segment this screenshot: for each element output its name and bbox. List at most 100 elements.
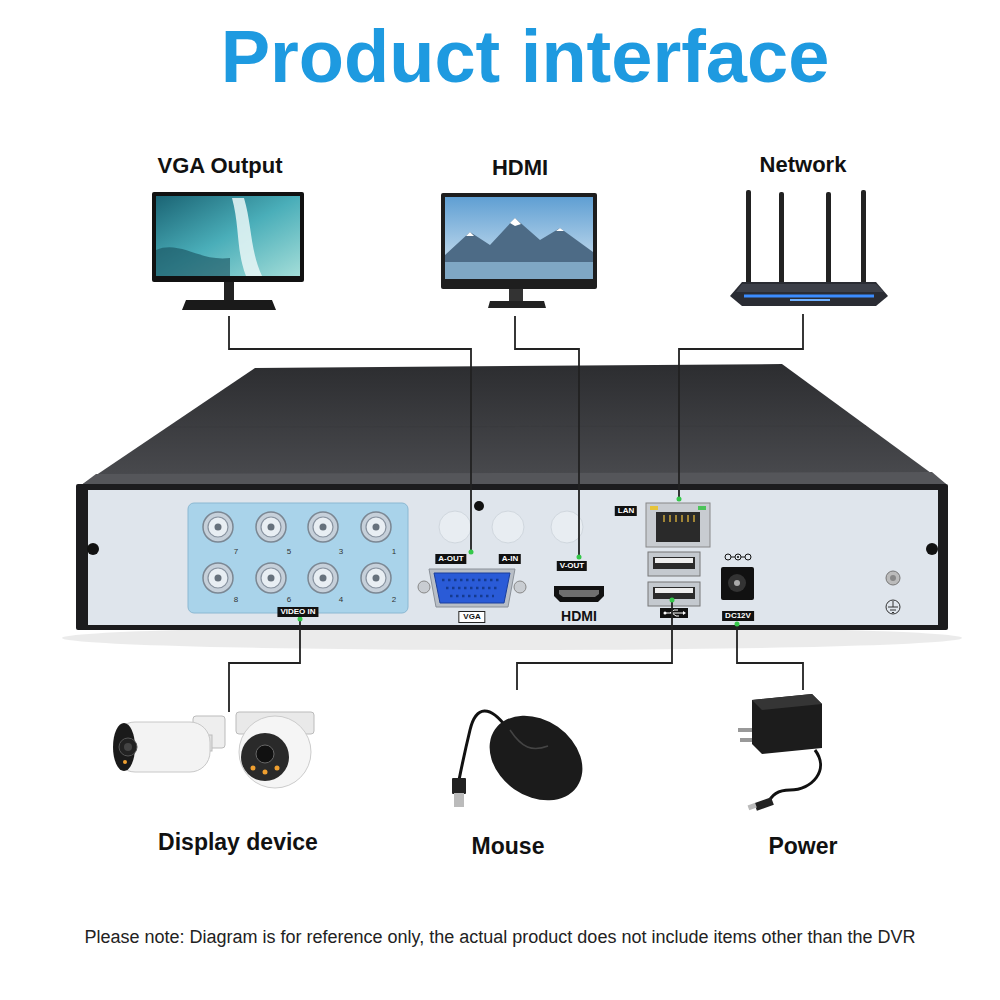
router-illustration <box>790 299 830 301</box>
channel-number: 2 <box>392 596 396 604</box>
dvr-body <box>87 543 99 555</box>
audio-knockouts <box>474 501 484 511</box>
dvr-body <box>170 426 866 427</box>
adapter-illustration <box>748 803 757 810</box>
dvr-body <box>76 484 948 630</box>
camera-illustration <box>119 738 137 756</box>
dvr-body <box>80 364 946 486</box>
device-label: VGA Output <box>157 153 282 178</box>
video-input-panel <box>203 563 233 593</box>
router-illustration <box>736 284 884 292</box>
monitor-illustration <box>156 196 300 276</box>
port-label: VGA <box>458 611 485 623</box>
mouse-illustration <box>452 778 466 794</box>
dc-jack <box>725 554 731 560</box>
connector-line <box>679 314 803 499</box>
router-illustration <box>779 192 784 288</box>
usb-connector <box>653 557 695 569</box>
router-illustration <box>861 190 866 290</box>
device-label: Power <box>768 833 837 859</box>
monitor-illustration <box>509 289 523 301</box>
dc-jack <box>721 554 754 600</box>
usb-connector <box>664 612 667 615</box>
monitor-illustration <box>441 193 597 308</box>
channel-number: 6 <box>287 596 291 604</box>
hdmi-connector <box>559 590 599 597</box>
usb-connector <box>653 587 695 599</box>
dc-jack <box>734 580 740 586</box>
monitor-illustration <box>152 192 304 282</box>
adapter-illustration <box>754 797 774 811</box>
usb-connector <box>655 558 693 563</box>
page-title: Product interface <box>50 20 1000 94</box>
connector-line <box>737 624 803 690</box>
device-label: Network <box>760 152 847 177</box>
camera-illustration <box>113 712 314 788</box>
monitor-device: VGA Output <box>140 150 310 316</box>
monitor-illustration <box>510 218 521 226</box>
port-dot <box>469 550 474 555</box>
ground-terminal <box>888 601 898 613</box>
camera-illustration <box>275 766 280 771</box>
adapter-illustration <box>738 728 752 732</box>
port-dot <box>677 497 682 502</box>
connector-line <box>229 316 471 552</box>
router-illustration <box>730 282 888 306</box>
camera-illustration <box>124 743 132 751</box>
audio-knockouts <box>439 501 583 543</box>
ground-terminal <box>890 575 896 581</box>
port-dot <box>298 617 303 622</box>
port-label: DC12V <box>722 611 754 621</box>
adapter-illustration <box>768 750 821 804</box>
hdmi-port: V-OUTHDMI <box>545 557 615 626</box>
monitor-illustration <box>488 301 546 308</box>
video-input-panel <box>203 512 233 542</box>
dc-power-port: DC12V <box>716 563 760 624</box>
mouse-illustration <box>510 730 548 749</box>
connector-line <box>229 619 300 712</box>
usb-connector <box>648 552 700 576</box>
dvr-body <box>88 490 938 625</box>
dc-jack <box>731 557 745 558</box>
lan-port: LAN <box>604 499 712 549</box>
camera-device: Display device <box>100 712 380 862</box>
dvr-body <box>62 364 962 650</box>
adapter-illustration <box>740 738 752 742</box>
video-input-panel <box>188 503 408 613</box>
dc-jack <box>745 554 751 560</box>
camera-illustration <box>241 733 289 781</box>
ground-terminal <box>886 571 900 614</box>
lan-connector <box>698 506 706 510</box>
mouse-illustration <box>473 698 599 818</box>
note-caption: Please note: Diagram is for reference on… <box>0 927 1000 949</box>
dc-jack <box>728 574 746 592</box>
monitor-illustration <box>445 218 593 262</box>
camera-illustration <box>239 716 311 788</box>
video-input-panel <box>361 512 391 542</box>
audio-knockouts <box>439 511 471 543</box>
monitor-illustration <box>556 228 564 231</box>
adapter-illustration <box>738 694 822 811</box>
ground-terminal <box>886 600 900 614</box>
device-label: Mouse <box>472 833 545 859</box>
video-input-panel <box>361 563 391 593</box>
vga-port: A-OUTA-INVGA <box>413 552 531 626</box>
video-input-panel <box>256 563 286 593</box>
channel-number: 3 <box>339 548 343 556</box>
lan-connector <box>656 512 700 542</box>
monitor-illustration <box>224 282 234 300</box>
leader-line <box>517 600 672 690</box>
hdmi-connector <box>554 586 604 602</box>
lan-connector <box>664 515 694 522</box>
power-adapter-device: Power <box>730 690 880 866</box>
router-illustration <box>730 190 888 306</box>
mouse-illustration <box>452 698 599 818</box>
port-label: A-IN <box>499 554 521 564</box>
router-device: Network <box>720 148 890 314</box>
camera-illustration <box>256 745 274 763</box>
video-input-panel <box>308 512 338 542</box>
video-input-panel <box>188 503 408 613</box>
ground-terminal <box>886 571 900 585</box>
